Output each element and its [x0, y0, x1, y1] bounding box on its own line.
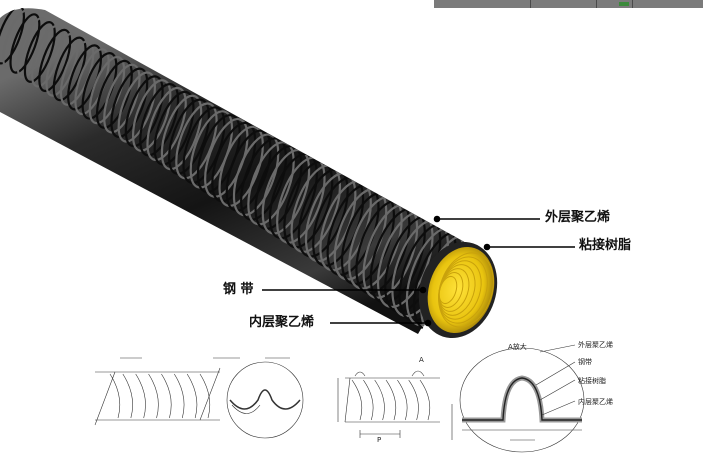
- label-inner-pe: 内层聚乙烯: [249, 315, 315, 330]
- detail-adhesive: 粘接树脂: [578, 377, 606, 385]
- label-outer-pe: 外层聚乙烯: [545, 210, 611, 225]
- detail-title: A放大: [508, 343, 527, 351]
- leader-lines: [262, 215, 575, 327]
- label-adhesive-resin: 粘接树脂: [579, 238, 632, 253]
- status-indicator-icon: [619, 2, 629, 6]
- detail-steel: 钢带: [578, 358, 592, 366]
- label-steel-band: 钢 带: [223, 282, 254, 297]
- detail-outer-pe: 外层聚乙烯: [578, 341, 613, 349]
- detail-pitch: P: [377, 436, 382, 444]
- pipe-illustration: [0, 7, 498, 339]
- browser-toolbar-strip: [434, 0, 703, 8]
- sketch-right: [451, 344, 585, 453]
- sketch-mid: [337, 370, 440, 438]
- sketch-left: [94, 357, 304, 439]
- detail-inner-pe: 内层聚乙烯: [578, 398, 613, 406]
- detail-marker: A: [419, 356, 424, 364]
